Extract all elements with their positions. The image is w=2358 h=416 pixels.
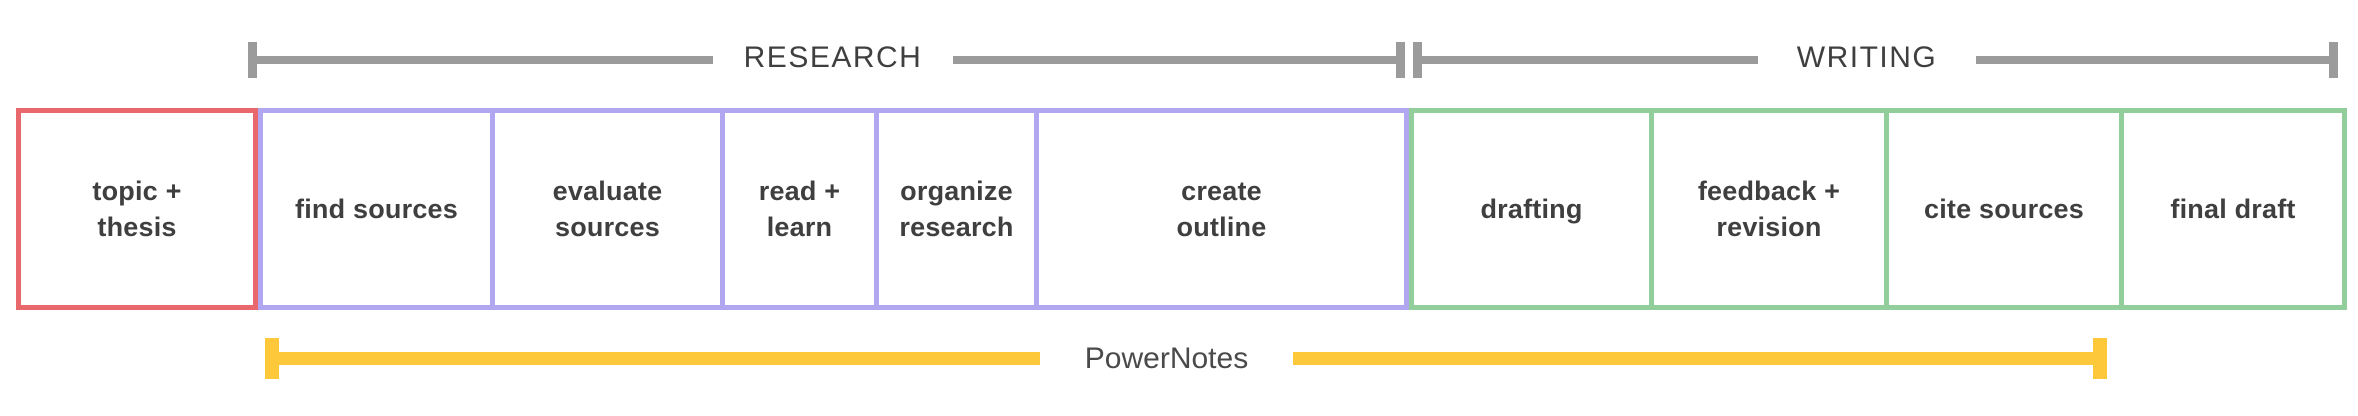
phase-label-research: RESEARCH (743, 41, 923, 74)
phase-label-writing: WRITING (1796, 41, 1938, 74)
stage-box-final-draft[interactable]: final draft (2119, 108, 2347, 310)
powernotes-bracket-line-left (272, 352, 1040, 365)
research-bracket-right-cap (1396, 42, 1405, 78)
stage-label-read-learn: read +learn (758, 175, 841, 242)
writing-bracket-left-cap (1413, 42, 1422, 78)
stage-box-read-learn[interactable]: read +learn (720, 108, 874, 310)
research-bracket-line-left (253, 56, 713, 64)
stage-label-find-sources: find sources (295, 193, 458, 224)
stage-box-find-sources[interactable]: find sources (258, 108, 490, 310)
research-bracket-left-cap (248, 42, 257, 78)
writing-bracket-line-left (1420, 56, 1758, 64)
writing-bracket-right-cap (2329, 42, 2338, 78)
stage-box-cite-sources[interactable]: cite sources (1884, 108, 2119, 310)
powernotes-bracket-line-right (1293, 352, 2107, 365)
phase-bracket-row: RESEARCH WRITING (0, 0, 2358, 100)
research-bracket-line-right (953, 56, 1402, 64)
tool-label-powernotes: PowerNotes (1084, 342, 1249, 375)
tool-bracket-row: PowerNotes (0, 316, 2358, 416)
stage-label-drafting: drafting (1480, 193, 1583, 224)
stage-label-feedback-revision: feedback +revision (1697, 175, 1841, 242)
stage-label-topic-thesis: topic +thesis (92, 175, 182, 242)
stage-box-feedback-revision[interactable]: feedback +revision (1649, 108, 1884, 310)
powernotes-bracket-right-cap (2093, 338, 2107, 379)
stage-label-final-draft: final draft (2170, 193, 2296, 224)
stage-box-drafting[interactable]: drafting (1409, 108, 1649, 310)
stage-box-topic-thesis[interactable]: topic +thesis (16, 108, 258, 310)
writing-bracket-line-right (1976, 56, 2333, 64)
stage-label-cite-sources: cite sources (1924, 193, 2084, 224)
